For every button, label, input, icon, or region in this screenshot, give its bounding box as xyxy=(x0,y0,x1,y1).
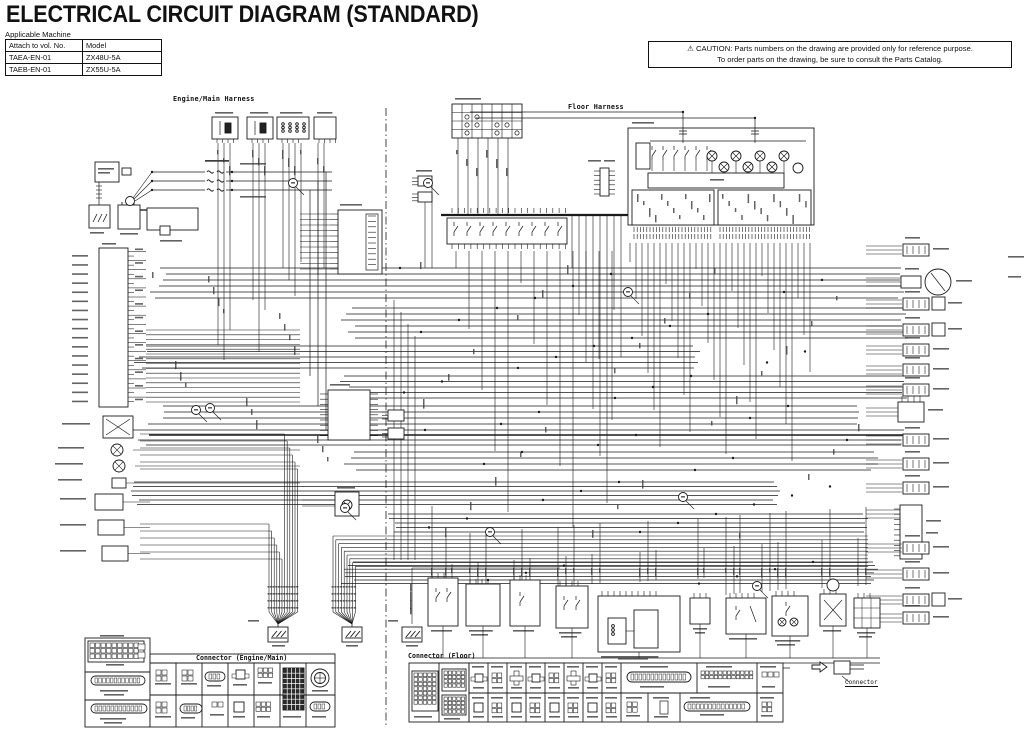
page-title: ELECTRICAL CIRCUIT DIAGRAM (STANDARD) xyxy=(6,1,479,28)
right-side-components xyxy=(866,237,1024,625)
connector-table-floor xyxy=(408,662,784,723)
connector-table-engine-main xyxy=(84,635,336,728)
am-header-model: Model xyxy=(82,39,162,52)
am-header-vol: Attach to vol. No. xyxy=(5,39,83,52)
applicable-machine-table: Attach to vol. No. Model TAEA-EN-01 ZX48… xyxy=(5,39,162,76)
caution-line-1: ⚠ CAUTION: Parts numbers on the drawing … xyxy=(687,44,973,53)
wire-bus-field xyxy=(131,243,908,669)
table-row: TAEA-EN-01 ZX48U-5A xyxy=(5,51,162,64)
warning-icon: ⚠ xyxy=(687,44,694,53)
junction-markers xyxy=(191,178,769,599)
connector-engine-main-title: Connector (Engine/Main) xyxy=(196,654,288,662)
bottom-components xyxy=(427,573,881,660)
caution-box: ⚠ CAUTION: Parts numbers on the drawing … xyxy=(648,41,1012,68)
caution-line-2: To order parts on the drawing, be sure t… xyxy=(717,55,943,65)
legend-symbol xyxy=(811,660,864,683)
ground-bundles xyxy=(140,433,868,647)
am-cell-model-0: ZX48U-5A xyxy=(82,51,162,64)
engine-main-harness-label: Engine/Main Harness xyxy=(173,95,255,103)
am-cell-vol-1: TAEB-EN-01 xyxy=(5,63,83,76)
floor-section xyxy=(412,98,815,503)
engine-main-section xyxy=(55,112,405,562)
floor-harness-label: Floor Harness xyxy=(568,103,624,111)
connector-floor-title: Connector (Floor) xyxy=(408,652,476,660)
am-cell-vol-0: TAEA-EN-01 xyxy=(5,51,83,64)
legend-connector-label: Connector xyxy=(845,679,878,687)
table-row: TAEB-EN-01 ZX55U-5A xyxy=(5,63,162,76)
applicable-machine-label: Applicable Machine xyxy=(5,30,71,39)
am-cell-model-1: ZX55U-5A xyxy=(82,63,162,76)
